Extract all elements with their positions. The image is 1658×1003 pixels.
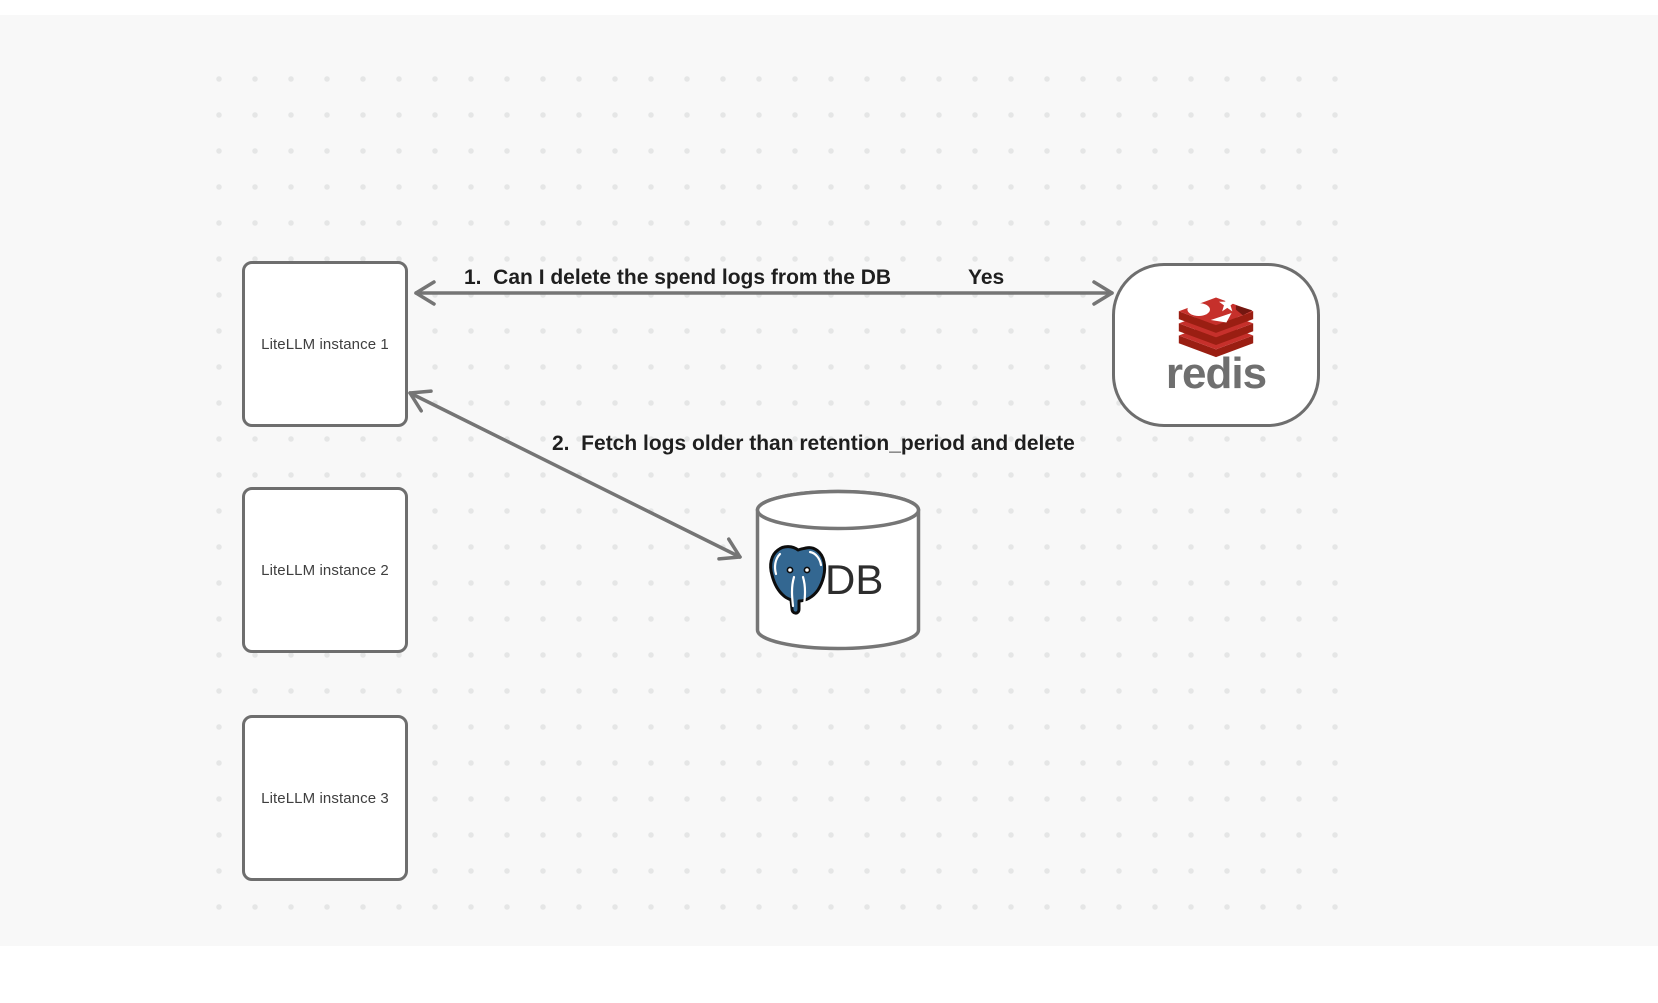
redis-wordmark: redis	[1165, 349, 1267, 398]
node-litellm-instance-2[interactable]: LiteLLM instance 2	[242, 487, 408, 653]
node-label: LiteLLM instance 3	[261, 789, 389, 807]
database-label: DB	[825, 556, 884, 603]
node-database[interactable]: DB	[755, 489, 921, 651]
node-label: LiteLLM instance 1	[261, 335, 389, 353]
arrow1-label[interactable]: 1. Can I delete the spend logs from the …	[464, 266, 892, 289]
node-redis[interactable]: redis	[1112, 263, 1320, 427]
arrow1-response-label[interactable]: Yes	[968, 266, 1005, 289]
redis-logo-icon	[1178, 295, 1254, 358]
node-litellm-instance-1[interactable]: LiteLLM instance 1	[242, 261, 408, 427]
arrow2-label[interactable]: 2. Fetch logs older than retention_perio…	[552, 432, 1075, 455]
node-litellm-instance-3[interactable]: LiteLLM instance 3	[242, 715, 408, 881]
postgresql-elephant-icon	[769, 545, 827, 615]
arrow-instance1-to-db[interactable]	[408, 389, 742, 561]
node-label: LiteLLM instance 2	[261, 561, 389, 579]
